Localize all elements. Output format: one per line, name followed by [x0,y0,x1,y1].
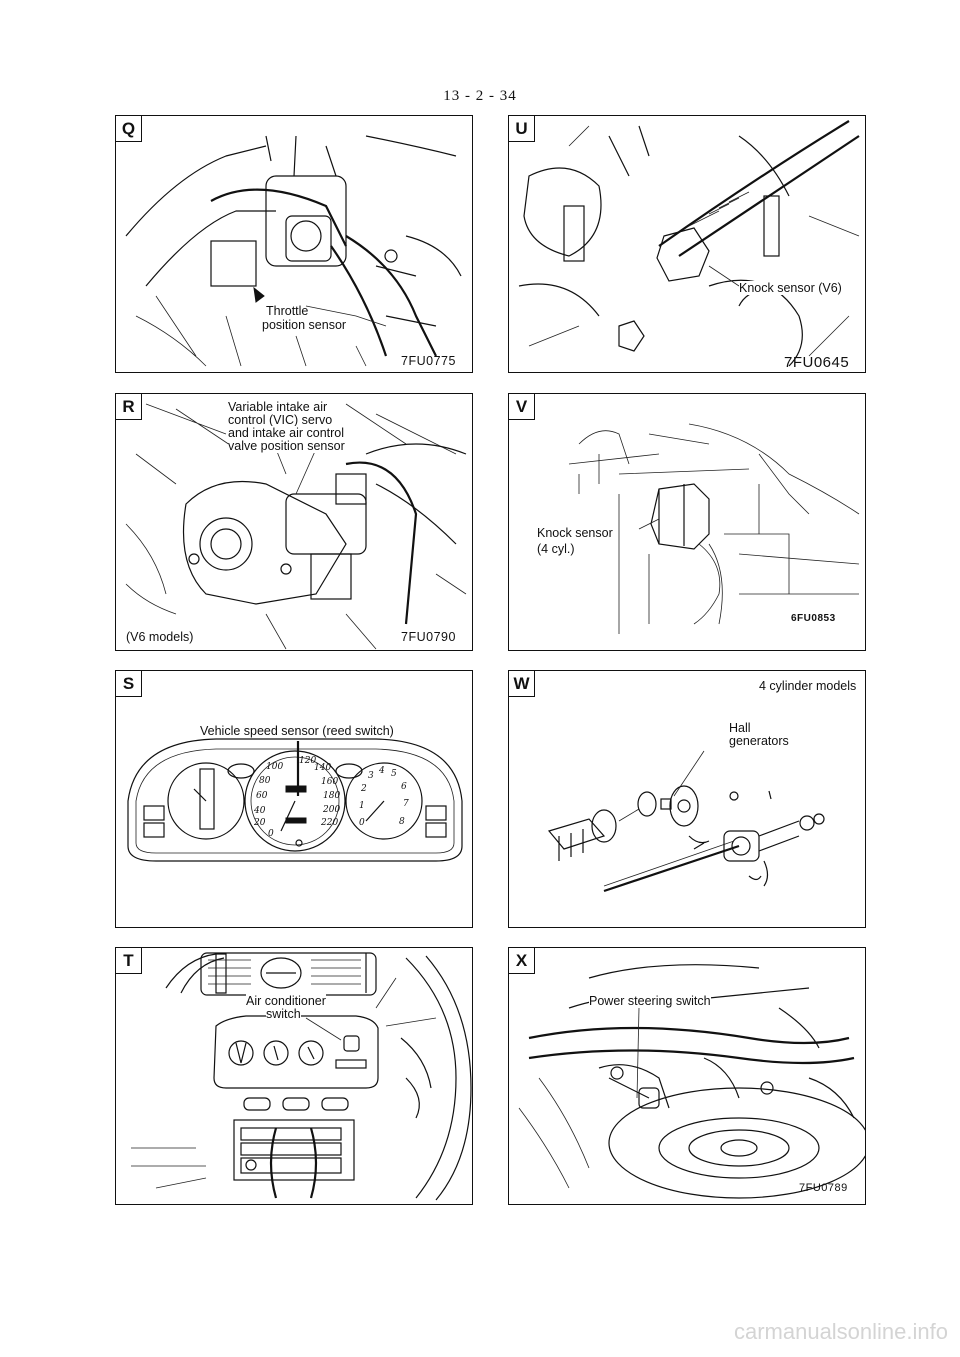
figure-t: T Air conditioner switch [115,947,473,1205]
panel-letter-s: S [116,671,142,697]
figure-code-r: 7FU0790 [401,630,456,644]
svg-text:2: 2 [360,784,367,794]
panel-letter-w: W [509,671,535,697]
svg-text:0: 0 [268,829,274,839]
instrument-cluster-illustration: 100 120 140 80 160 60 180 40 200 20 220 … [127,738,463,862]
svg-text:120: 120 [299,756,316,766]
knock-sensor-4cyl-line1: Knock sensor [537,526,613,540]
figure-v: V Knock sensor (4 cyl.) 6FU0853 [508,393,866,651]
vic-label-line3: and intake air control [228,426,345,440]
figure-code-u: 7FU0645 [784,354,850,371]
figure-code-x: 7FU0789 [799,1182,848,1194]
knock-sensor-v6-label: Knock sensor (V6) [739,281,842,295]
svg-text:160: 160 [321,777,338,787]
vic-servo-illustration [125,403,467,650]
four-cylinder-models-note: 4 cylinder models [759,679,857,693]
power-steering-switch-label: Power steering switch [589,994,711,1008]
svg-text:6: 6 [401,782,407,792]
knock-sensor-v6-illustration [518,120,860,367]
power-steering-switch-illustration [518,964,865,1199]
svg-text:20: 20 [253,818,266,828]
svg-text:200: 200 [322,805,340,815]
figure-u: U Knock sensor (V6) 7FU0645 [508,115,866,373]
figure-code-q: 7FU0775 [401,354,456,368]
panel-letter-r: R [116,394,142,420]
vic-label-line4: valve position sensor [228,439,345,453]
svg-text:8: 8 [399,817,405,827]
watermark: carmanualsonline.info [733,1319,948,1344]
figure-q: Q Throttle position sensor 7FU0775 [115,115,473,373]
svg-text:220: 220 [320,818,338,828]
svg-text:40: 40 [253,806,266,816]
v6-models-note: (V6 models) [126,630,194,644]
panel-letter-q: Q [116,116,142,142]
hall-generators-line2: generators [729,734,789,748]
knock-sensor-4cyl-line2: (4 cyl.) [537,542,575,556]
hall-generators-line1: Hall [729,721,751,735]
svg-text:100: 100 [266,762,283,772]
svg-text:3: 3 [368,771,374,781]
throttle-label-line1: Throttle [266,304,309,318]
ac-switch-label-line2: switch [266,1007,301,1021]
svg-text:140: 140 [314,763,331,773]
vic-label-line2: control (VIC) servo [228,413,333,427]
svg-text:5: 5 [391,769,397,779]
figure-s: 100 120 140 80 160 60 180 40 200 20 220 … [115,670,473,928]
panel-letter-v: V [509,394,535,420]
figure-r: R Variable intake air control (VIC) serv… [115,393,473,651]
figure-x: X Power steering switch 7FU0789 [508,947,866,1205]
hall-generators-illustration [547,750,825,893]
page-number: 13 - 2 - 34 [443,88,517,104]
svg-text:0: 0 [359,818,365,828]
svg-text:80: 80 [259,776,271,786]
vic-label-line1: Variable intake air [228,400,328,414]
throttle-sensor-illustration [125,135,462,367]
svg-text:4: 4 [378,766,385,776]
figure-code-v: 6FU0853 [791,613,836,624]
svg-text:180: 180 [323,791,340,801]
dashboard-ac-switch-illustration [131,952,472,1201]
vehicle-speed-sensor-label: Vehicle speed sensor (reed switch) [200,724,394,738]
throttle-label-line2: position sensor [262,318,347,332]
panel-letter-t: T [116,948,142,974]
figure-w: W 4 cylinder models Hall generators [508,670,866,928]
ac-switch-label-line1: Air conditioner [246,994,326,1008]
knock-sensor-4cyl-illustration [568,423,860,634]
panel-letter-x: X [509,948,535,974]
svg-text:60: 60 [256,791,268,801]
svg-text:7: 7 [403,799,409,809]
svg-text:1: 1 [359,801,365,811]
panel-letter-u: U [509,116,535,142]
